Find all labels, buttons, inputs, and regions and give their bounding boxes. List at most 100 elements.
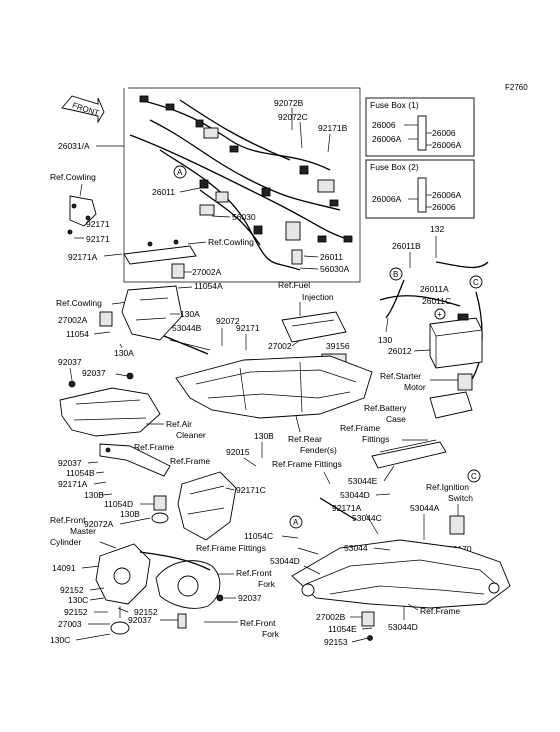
- label-ref-starter-2: Motor: [404, 382, 426, 392]
- callout-c-bottom: C: [467, 469, 481, 483]
- label-130a-2: 130A: [114, 348, 134, 358]
- fuse-box-2: Fuse Box (2) 26006A 26006A 26006: [365, 159, 475, 219]
- label-26011: 26011: [152, 187, 175, 197]
- label-92171b: 92171B: [318, 123, 348, 133]
- fuse-box-2-left-0: 26006A: [372, 194, 402, 204]
- fuse-box-1-left-1: 26006A: [372, 134, 402, 144]
- rear-fender-tray: [175, 355, 373, 419]
- relay-27002a: [171, 263, 185, 279]
- label-ref-air-1: Ref.Air: [166, 419, 192, 429]
- svg-text:A: A: [293, 518, 299, 527]
- switch-27003: [110, 606, 130, 635]
- label-92072a: 92072A: [84, 519, 114, 529]
- label-92072: 92072: [216, 316, 240, 326]
- front-arrow: FRONT: [61, 95, 105, 124]
- label-53044: 53044: [344, 543, 368, 553]
- cowling-bracket-large: [121, 285, 183, 341]
- main-harness: [123, 87, 361, 283]
- label-92072c: 92072C: [278, 112, 308, 122]
- label-92153: 92153: [324, 637, 348, 647]
- label-27002: 27002: [268, 341, 292, 351]
- label-53044a: 53044A: [410, 503, 440, 513]
- cowling-bracket-small: [67, 195, 97, 235]
- label-130c: 130C: [68, 595, 88, 605]
- label-ref-rear-2: Fender(s): [300, 445, 337, 455]
- label-92171-b: 92171: [86, 234, 110, 244]
- label-92072b: 92072B: [274, 98, 304, 108]
- label-ref-battery-1: Ref.Battery: [364, 403, 407, 413]
- label-26011-b: 26011: [320, 252, 343, 262]
- label-132: 132: [430, 224, 444, 234]
- label-ref-cowling-1: Ref.Cowling: [50, 172, 96, 182]
- label-56030a: 56030A: [320, 264, 350, 274]
- label-53044d-2: 53044D: [270, 556, 300, 566]
- label-ref-frame-3: Ref.Frame: [420, 606, 460, 616]
- callout-a-bottom: A: [289, 515, 303, 529]
- connector-56030a: [291, 249, 303, 265]
- label-92171-a: 92171: [86, 219, 110, 229]
- label-56030: 56030: [232, 212, 256, 222]
- label-ref-fuel-1: Ref.Fuel: [278, 280, 310, 290]
- label-ref-front-master-3: Cylinder: [50, 537, 81, 547]
- horn-fork-assembly: [139, 551, 221, 609]
- label-ref-air-2: Cleaner: [176, 430, 206, 440]
- label-92037-e: 92037: [128, 615, 152, 625]
- label-92037-a: 92037: [58, 357, 82, 367]
- fuse-box-1-right-0: 26006: [432, 128, 456, 138]
- cowling-stay-bar: [123, 239, 197, 265]
- grommet-92037-d: [216, 594, 224, 602]
- battery-case-bracket: [429, 391, 473, 419]
- frame-fittings-strip: [371, 439, 447, 469]
- label-53044d-3: 53044D: [388, 622, 418, 632]
- label-92037-b: 92037: [82, 368, 106, 378]
- label-130a: 130A: [180, 309, 200, 319]
- label-130c-2: 130C: [50, 635, 70, 645]
- svg-text:C: C: [471, 472, 477, 481]
- label-ref-frame-2: Ref.Frame: [170, 456, 210, 466]
- label-11054b: 11054B: [66, 468, 95, 478]
- battery-26012: +: [429, 308, 483, 369]
- label-ref-frame-fittings-1a: Ref.Frame: [340, 423, 380, 433]
- grommet-92037-a: [68, 380, 76, 388]
- label-26012: 26012: [388, 346, 412, 356]
- label-26011b: 26011B: [392, 241, 421, 251]
- svg-text:C: C: [473, 278, 479, 287]
- label-ref-ignition-1: Ref.Ignition: [426, 482, 469, 492]
- label-53044c: 53044C: [352, 513, 382, 523]
- bolt-92153: [367, 635, 373, 641]
- label-92152-c: 92152: [134, 607, 158, 617]
- fuse-box-1: Fuse Box (1) 26006 26006A 26006 26006A: [365, 97, 475, 157]
- label-53044d: 53044D: [340, 490, 370, 500]
- label-ref-front-fork-2: Ref.Front: [240, 618, 276, 628]
- label-92152-a: 92152: [60, 585, 84, 595]
- label-130b: 130B: [254, 431, 274, 441]
- label-92171a-3: 92171A: [332, 503, 362, 513]
- svg-text:A: A: [177, 168, 183, 177]
- callout-c-top: C: [469, 275, 483, 289]
- label-ref-rear-1: Ref.Rear: [288, 434, 322, 444]
- fuse-box-2-right-0: 26006A: [432, 190, 462, 200]
- starter-relay: [430, 373, 473, 391]
- main-frame: [291, 539, 511, 609]
- bracket-11054d: [153, 495, 167, 511]
- label-92152-b: 92152: [64, 607, 88, 617]
- callout-b-top: B: [389, 267, 403, 281]
- label-53044e: 53044E: [348, 476, 378, 486]
- label-92171a-2: 92171A: [58, 479, 88, 489]
- label-92171-c: 92171: [236, 323, 260, 333]
- clamp-92072a: [151, 512, 169, 524]
- label-ref-battery-2: Case: [386, 414, 406, 424]
- label-27002a-2: 27002A: [58, 315, 88, 325]
- label-92171a: 92171A: [68, 252, 98, 262]
- label-ref-front-fork-2b: Fork: [262, 629, 280, 639]
- grommet-92037-e: [177, 613, 187, 629]
- label-ref-cowling-3: Ref.Cowling: [56, 298, 102, 308]
- ignition-switch: [449, 504, 465, 535]
- svg-text:B: B: [393, 270, 398, 279]
- label-ref-cowling-2: Ref.Cowling: [208, 237, 254, 247]
- label-11054c: 11054C: [244, 531, 273, 541]
- fuse-box-1-title: Fuse Box (1): [370, 100, 419, 110]
- fuse-box-1-left-0: 26006: [372, 120, 396, 130]
